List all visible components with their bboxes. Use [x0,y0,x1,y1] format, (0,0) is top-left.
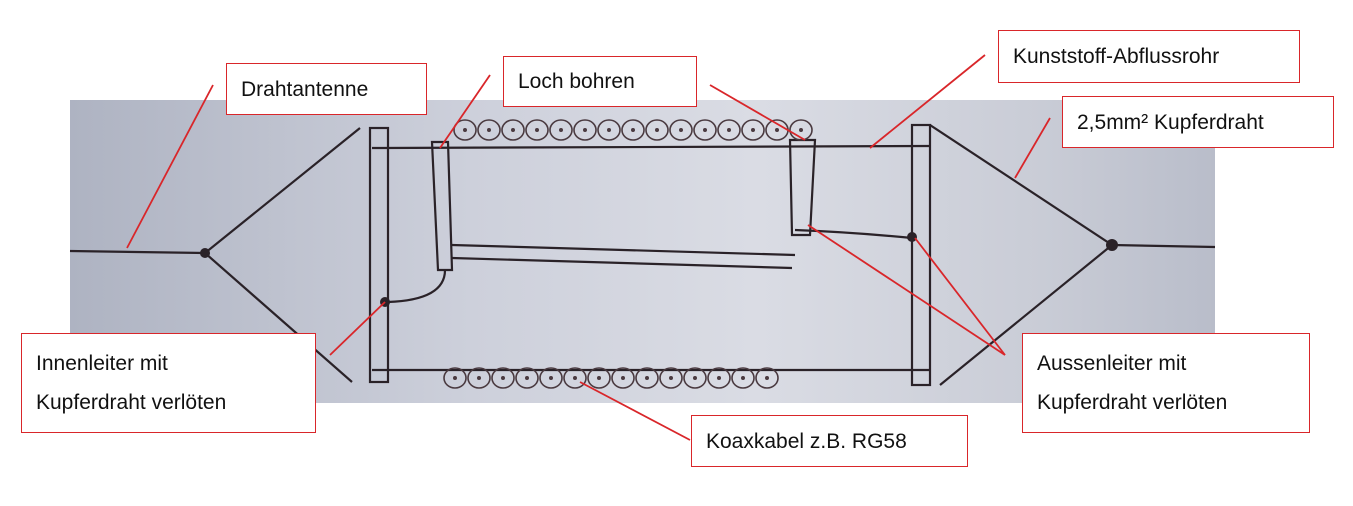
left-endcap [368,126,390,384]
coil-center [558,128,563,133]
coil-center [716,375,721,380]
coil-center [606,128,611,133]
coil-center [500,375,505,380]
coil-turn [789,119,813,141]
coil-turn [621,119,645,141]
coax-inner [451,243,796,270]
coil-center [630,128,635,133]
coil-turn [717,119,741,141]
coil-center [702,128,707,133]
inner-wire [387,269,447,304]
coil-center [462,128,467,133]
label-koax: Koaxkabel z.B. RG58 [691,415,968,467]
coil-center [726,128,731,133]
coil-turn [573,119,597,141]
coil-turn [645,119,669,141]
coil-center [572,375,577,380]
tube-top [371,144,931,150]
coil-turn [597,119,621,141]
coil-turn [525,119,549,141]
coil-center [548,375,553,380]
coil-turn [669,119,693,141]
coil-turn [453,119,477,141]
coil-turn [515,367,539,389]
solder-points [200,232,1118,307]
label-kupferdraht: 2,5mm² Kupferdraht [1062,96,1334,148]
label-rohr: Kunststoff-Abflussrohr [998,30,1300,83]
coil-center [620,375,625,380]
leader-lines [126,54,1051,441]
coil-turn [635,367,659,389]
coil-center [510,128,515,133]
shield-wire [794,228,913,240]
coax-end-right [788,138,817,237]
coil-center [596,375,601,380]
label-loch-bohren: Loch bohren [503,56,697,107]
coil-center [798,128,803,133]
coil-turn [587,367,611,389]
coax-coil-windings [443,119,813,389]
coil-turn [443,367,467,389]
coil-turn [731,367,755,389]
coil-turn [741,119,765,141]
coil-turn [659,367,683,389]
coil-center [452,375,457,380]
coil-center [678,128,683,133]
right-wire [1111,243,1216,249]
coil-center [644,375,649,380]
coil-turn [563,367,587,389]
coil-turn [501,119,525,141]
coil-center [582,128,587,133]
coil-center [668,375,673,380]
label-drahtantenne: Drahtantenne [226,63,427,115]
coil-center [486,128,491,133]
coil-turn [707,367,731,389]
left-wire [69,249,206,255]
coil-turn [683,367,707,389]
coil-center [750,128,755,133]
coil-turn [611,367,635,389]
coil-turn [539,367,563,389]
coil-center [476,375,481,380]
coax-end-left [430,140,454,272]
coil-turn [549,119,573,141]
coil-turn [467,367,491,389]
coil-center [654,128,659,133]
coil-center [774,128,779,133]
right-endcap [910,123,932,387]
coil-center [764,375,769,380]
coil-center [692,375,697,380]
coil-turn [755,367,779,389]
coil-turn [477,119,501,141]
coil-center [740,375,745,380]
coil-turn [491,367,515,389]
coil-center [534,128,539,133]
coil-turn [693,119,717,141]
coil-center [524,375,529,380]
